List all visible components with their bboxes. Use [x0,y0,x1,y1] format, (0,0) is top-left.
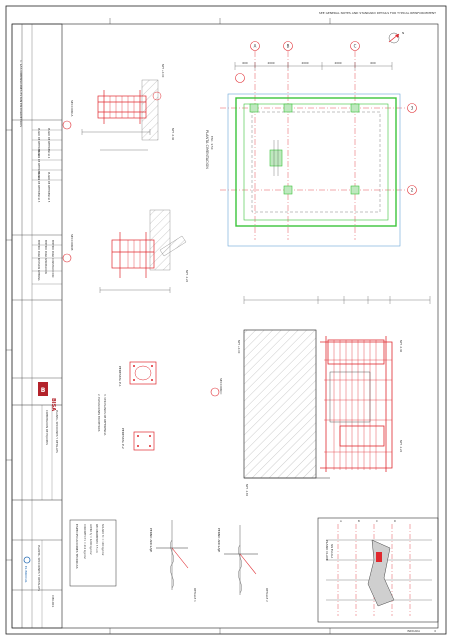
spec-line-1: CONCRETO f'c = 210 kg/cm2 [83,524,86,559]
pedestal-1-title: PEDESTAL P-1 [118,366,122,387]
plan-title: PLANTA CIMENTACION [205,130,209,169]
elev-a-1: NPT +0.00 [161,64,165,78]
plan-dim-3: 2000 [301,61,308,65]
elev-c-1: NPT +0.00 [237,340,241,354]
elev-c-3: NPT -1.20 [399,440,403,453]
plan-dim-1: 600 [242,61,248,65]
key-plan-title: PLANO CLAVE [325,540,329,561]
drawing-title-2: PLANTA, SECCIONES Y DETALLES [37,545,41,591]
section-a-view: SECCION A NPT +0.00 NPT -0.40 [62,64,175,151]
general-note-1: 1. LAS DIMENSIONES ESTAN EN MILIMETROS [19,60,23,127]
section-c-view: SECCION C NPT +0.00 NPT -0.40 NPT -1.20 … [210,296,431,497]
key-plan: PLANO CLAVE SIN ESCALA A B C D [317,517,439,623]
plan-scale: ESC. 1:50 [210,136,214,150]
elev-c-2: NPT -0.40 [399,340,403,353]
grid-bubble-c: C [354,44,357,49]
elev-a-2: NPT -0.40 [171,128,175,141]
grid-bubble-2: 2 [411,188,414,193]
border-ticks [6,18,331,634]
client-logo-icon [23,556,31,564]
sheet-revision: 0 [434,629,436,633]
sheet-scale: INDICADA [407,629,420,633]
key-grid-d: D [394,519,396,523]
spec-box: ESPECIFICACIONES TECNICAS CONCRETO f'c =… [69,519,117,587]
project-name: CIMENTACION DE EQUIPOS [45,410,49,445]
foundation-plan: A B C 3 2 600 2000 2000 2000 600 [205,31,417,247]
top-note: SEE GENERAL NOTES AND STANDARD DETAILS F… [319,11,436,15]
reference-4: PLANO DE REFERENCIA 4 [47,128,50,159]
plan-dim-4: 2000 [334,61,341,65]
detail-2-title: DETALLE 2 [265,588,269,602]
grid-bubble-a: A [254,44,257,49]
grid-bubble-b: B [287,44,290,49]
north-arrow-icon [388,32,400,44]
reference-5: PLANO DE REFERENCIA 5 [47,172,50,203]
svg-text:B: B [41,387,46,394]
spec-line-3: RECUBRIMIENTO 7.5 cm [95,524,98,554]
outer-border [5,5,447,635]
elev-c-4: NPT -1.60 [245,484,249,497]
company-name: BISA [50,398,56,411]
revision-a-desc: EMITIDO PARA REVISION INTERNA [37,240,40,281]
revision-b-desc: EMITIDO PARA APROBACION [44,240,47,274]
anchor-2-title: PERNO ANCLAJE [217,528,221,552]
spec-line-4: SOLADO f'c = 100 kg/cm2 [101,524,104,556]
section-b-title: SECCION B [70,234,74,251]
spec-line-2: ACERO fy = 4200 kg/cm2 [89,524,92,555]
elev-b-1: NPT -1.20 [185,270,189,283]
key-grid-a: A [340,519,342,523]
spec-title: ESPECIFICACIONES TECNICAS [75,524,79,569]
drawing-number: CIM-001 [51,595,55,607]
plan-dim-2: 2000 [267,61,274,65]
grid-bubble-3: 3 [411,106,414,111]
anchor-1-title: PERNO ANCLAJE [149,528,153,552]
section-a-title: SECCION A [70,100,74,117]
key-grid-c: C [376,519,378,523]
reference-1: PLANO DE REFERENCIA 1 [37,128,40,159]
client-name: EL BROCAL [24,566,28,583]
title-block: 1. LAS DIMENSIONES ESTAN EN MILIMETROS P… [11,23,63,629]
key-plan-scale: SIN ESCALA [330,544,333,558]
company-logo: B [38,382,48,396]
pedestal-details: PEDESTAL P-1 PEDESTAL P-2 2. ELEVACIONES… [97,361,157,451]
reference-2: PLANO DE REFERENCIA 2 [37,150,40,181]
detail-1-title: DETALLE 1 [193,588,197,602]
reference-3: PLANO DE REFERENCIA 3 [37,172,40,203]
drawing-title: PLANTA, SECCIONES Y DETALLES [55,410,59,453]
revision-0-desc: EMITIDO PARA CONSTRUCCION [51,240,54,277]
section-c-title: SECCION C [219,378,223,395]
section-b-view: SECCION B NPT -1.20 [62,209,189,293]
detail-1-view: PERNO ANCLAJE DETALLE 1 [149,520,197,602]
plan-dim-5: 600 [370,61,376,65]
pedestal-2-title: PEDESTAL P-2 [121,428,125,449]
general-note-2: 2. ELEVACIONES EN METROS [97,394,101,432]
key-grid-b: B [358,519,360,523]
general-note-3: 3. VER PLANOS DE REFERENCIA [103,394,107,436]
detail-2-view: PERNO ANCLAJE DETALLE 2 [217,525,269,602]
north-label: N [402,31,404,35]
